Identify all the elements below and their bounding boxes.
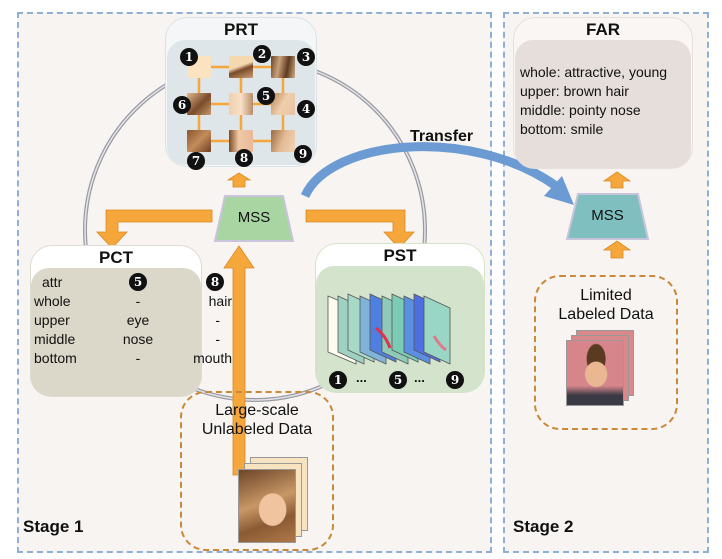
pst-maps-area: 1 ... 5 ... 9	[316, 266, 484, 392]
far-attr-middle: middle: pointy nose	[520, 102, 641, 118]
prt-number-5: 5	[257, 87, 275, 105]
prt-number-3: 3	[297, 48, 315, 66]
arrow-mss-to-pst	[305, 209, 415, 249]
pst-number-5: 5	[389, 371, 407, 389]
far-attr-upper: upper: brown hair	[520, 83, 629, 99]
table-row: upper eye -	[34, 311, 220, 328]
pst-title: PST	[383, 246, 417, 265]
prt-panel: PRT 1 2 3 6 5 4 7 8 9	[165, 17, 317, 170]
far-attributes-area	[515, 40, 691, 168]
unlabeled-data-box: Large-scale Unlabeled Data	[180, 391, 334, 551]
patch-5	[229, 93, 253, 115]
unlabeled-face-photo	[238, 469, 296, 543]
pst-number-1: 1	[329, 371, 347, 389]
pst-segmentation-maps	[327, 293, 451, 365]
pst-ellipsis-1: ...	[356, 370, 367, 385]
arrow-mss2-to-far	[602, 171, 632, 189]
prt-number-2: 2	[253, 45, 271, 63]
prt-number-8: 8	[235, 149, 253, 167]
patch-2	[229, 56, 253, 78]
prt-number-9: 9	[294, 145, 312, 163]
transfer-arrowhead	[544, 176, 574, 205]
patch-4	[271, 93, 295, 115]
labeled-face-photo	[566, 340, 624, 406]
prt-number-1: 1	[180, 48, 198, 66]
prt-title: PRT	[224, 20, 258, 39]
pct-table: attr 5 8 whole - hair upper eye - middle…	[34, 272, 232, 367]
far-attr-whole: whole: attractive, young	[520, 64, 668, 80]
patch-6	[187, 93, 211, 115]
mss-stage2-shape	[565, 193, 650, 240]
pst-ellipsis-2: ...	[414, 370, 425, 385]
pst-panel: PST 1 ... 5 ... 9	[315, 243, 485, 393]
unlabeled-data-line1: Large-scale	[215, 402, 299, 419]
labeled-data-line2: Labeled Data	[558, 306, 654, 323]
unlabeled-data-line2: Unlabeled Data	[201, 421, 313, 438]
pct-panel: PCT attr 5 8 whole - hair upper eye - mi…	[30, 245, 232, 397]
pct-title: PCT	[99, 248, 133, 267]
mss-stage2-label: MSS	[591, 207, 624, 224]
patch-8	[229, 130, 253, 152]
pst-number-9: 9	[446, 371, 464, 389]
prt-number-7: 7	[187, 152, 205, 170]
prt-number-4: 4	[297, 100, 315, 118]
mss-stage1-label: MSS	[237, 209, 271, 226]
mss-stage1-shape	[213, 195, 295, 242]
patch-7	[187, 130, 211, 152]
transfer-label: Transfer	[410, 128, 474, 145]
stage-2-label: Stage 2	[513, 517, 574, 536]
prt-number-6: 6	[173, 96, 191, 114]
labeled-data-line1: Limited	[580, 287, 632, 304]
transfer-arrow	[300, 142, 559, 199]
far-attr-bottom: bottom: smile	[520, 121, 604, 137]
arrow-mss-to-prt	[226, 172, 252, 188]
patch-9	[271, 130, 295, 152]
pct-header-attr: attr	[42, 273, 63, 290]
pct-header-8: 8	[206, 272, 224, 291]
table-row: bottom - mouth	[34, 349, 232, 366]
stage-1-label: Stage 1	[23, 517, 84, 536]
far-panel: FAR whole: attractive, young upper: brow…	[513, 17, 693, 169]
arrow-labeled-to-mss2	[602, 240, 632, 259]
far-attributes: whole: attractive, young upper: brown ha…	[520, 63, 667, 139]
table-row: middle nose -	[34, 330, 220, 347]
prt-grid-area: 1 2 3 6 5 4 7 8 9	[167, 40, 315, 170]
labeled-data-box: Limited Labeled Data	[534, 275, 678, 430]
table-row: whole - hair	[34, 292, 232, 309]
patch-3	[271, 56, 295, 78]
pct-header-5: 5	[129, 272, 147, 291]
arrow-data-to-mss	[223, 245, 255, 476]
pct-header-row: attr 5 8	[34, 272, 232, 291]
far-title: FAR	[586, 20, 620, 39]
arrow-mss-to-pct	[96, 209, 213, 249]
pct-table-area	[31, 268, 201, 396]
